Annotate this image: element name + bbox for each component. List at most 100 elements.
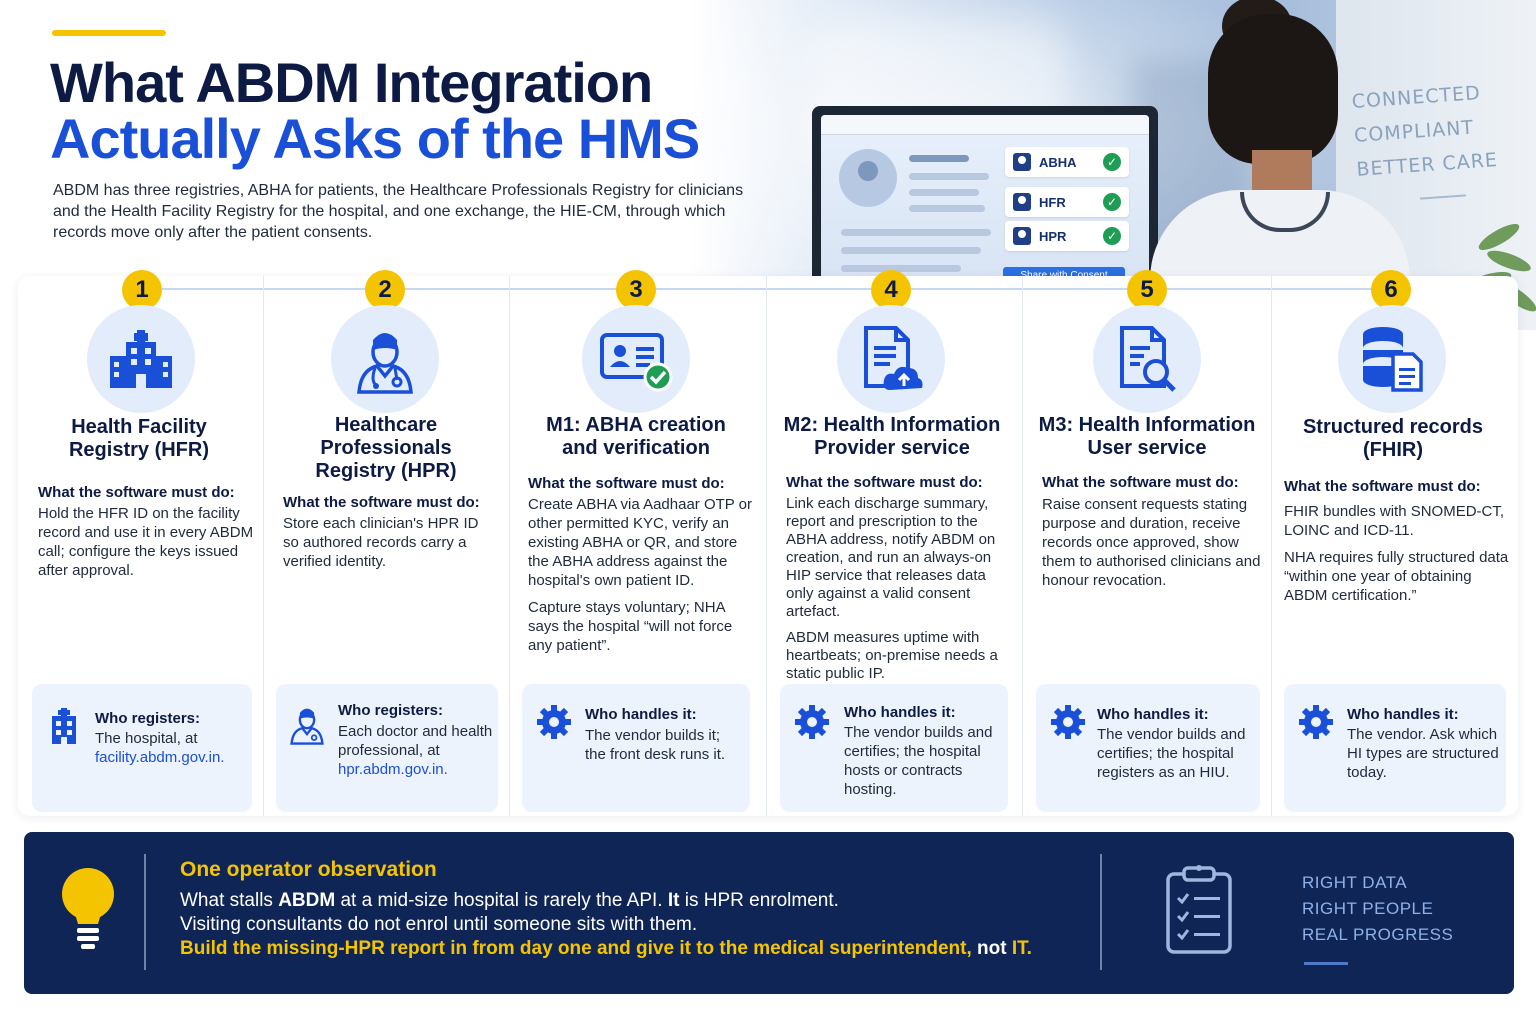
intro-text: ABDM has three registries, ABHA for pati… (53, 182, 744, 241)
who-text: The vendor builds and certifies; the hos… (1097, 726, 1246, 781)
who-box: Who handles it: The vendor builds it; th… (522, 684, 750, 812)
banner-text: What stalls (180, 890, 279, 911)
must-label: What the software must do: (786, 474, 983, 491)
who-text: The hospital, at facility.abdm.gov.in. (95, 729, 245, 767)
id-badge-icon (1013, 153, 1031, 171)
observation-banner: One operator observation What stalls ABD… (24, 832, 1514, 994)
banner-text: at a mid-size hospital is rarely the API… (335, 890, 668, 911)
who-text: Each doctor and health professional, at … (338, 722, 494, 779)
step-paragraph: ABDM measures uptime with heartbeats; on… (786, 629, 998, 682)
who-heading: Who handles it: (1097, 706, 1209, 723)
id-card-icon (600, 333, 673, 392)
check-icon: ✓ (1103, 193, 1121, 211)
title-accent-bar (52, 30, 166, 36)
step-divider (766, 276, 767, 816)
step-number: 5 (1127, 270, 1167, 310)
hospital-icon (110, 330, 172, 388)
check-icon: ✓ (1103, 153, 1121, 171)
step-paragraph: Raise consent requests stating purpose a… (1042, 496, 1261, 589)
who-heading: Who handles it: (844, 704, 956, 721)
gear-icon (1299, 705, 1333, 739)
step-text: Hold the HFR ID on the facility record a… (38, 504, 258, 580)
screen-registry-hfr: HFR ✓ (1005, 187, 1129, 217)
hpr-registry-link[interactable]: hpr.abdm.gov.in. (338, 761, 448, 778)
must-label: What the software must do: (38, 484, 235, 501)
check-icon: ✓ (1103, 227, 1121, 245)
banner-tag: REAL PROGRESS (1302, 925, 1454, 944)
step-text: FHIR bundles with SNOMED-CT, LOINC and I… (1284, 502, 1510, 605)
step-icon-circle (582, 305, 690, 413)
step-paragraph: Hold the HFR ID on the facility record a… (38, 505, 254, 579)
step-title: M1: ABHA creation and verification (546, 414, 726, 459)
banner-line-1: What stalls ABDM at a mid-size hospital … (180, 890, 839, 912)
monitor-screen: ABHA ✓ HFR ✓ HPR ✓ Share with Consent (821, 115, 1149, 337)
banner-text-bold: ABDM (278, 890, 336, 911)
who-heading: Who handles it: (585, 706, 697, 723)
step-paragraph: NHA requires fully structured data “with… (1284, 549, 1509, 604)
screen-registry-abha: ABHA ✓ (1005, 147, 1129, 177)
banner-highlight-white: not (977, 938, 1007, 959)
who-text: The vendor builds it; the front desk run… (585, 727, 726, 763)
doctor-icon (357, 333, 413, 394)
step-divider (509, 276, 510, 816)
step-paragraph: Capture stays voluntary; NHA says the ho… (528, 599, 733, 654)
must-label: What the software must do: (1042, 474, 1239, 491)
step-paragraph: Link each discharge summary, report and … (786, 495, 996, 620)
step-number: 3 (616, 270, 656, 310)
banner-highlight-text: Build the missing-HPR report in from day… (180, 938, 978, 959)
step-title: Structured records (FHIR) (1302, 416, 1484, 461)
banner-title: One operator observation (180, 858, 437, 881)
who-text: The vendor. Ask which HI types are struc… (1347, 726, 1499, 781)
banner-text: is HPR enrolment. (679, 890, 839, 911)
banner-tag: RIGHT PEOPLE (1302, 899, 1434, 918)
gear-icon (537, 705, 571, 739)
step-title: M2: Health Information Provider service (783, 414, 1001, 459)
registry-label: ABHA (1039, 154, 1077, 170)
step-number: 4 (871, 270, 911, 310)
banner-highlight: Build the missing-HPR report in from day… (180, 938, 1032, 960)
step-icon-circle (1093, 305, 1201, 413)
step-number: 6 (1371, 270, 1411, 310)
who-heading: Who handles it: (1347, 706, 1459, 723)
step-icon-circle (1338, 305, 1446, 413)
who-box: Who handles it: The vendor builds and ce… (780, 684, 1008, 812)
step-paragraph: Store each clinician's HPR ID so authore… (283, 515, 479, 570)
step-paragraph: FHIR bundles with SNOMED-CT, LOINC and I… (1284, 503, 1505, 539)
database-icon (1363, 327, 1423, 392)
step-title: Health Facility Registry (HFR) (68, 416, 209, 461)
step-divider (263, 276, 264, 816)
steps-panel (18, 276, 1518, 816)
step-text: Store each clinician's HPR ID so authore… (283, 514, 497, 571)
facility-registry-link[interactable]: facility.abdm.gov.in. (95, 749, 225, 766)
who-heading: Who registers: (338, 702, 444, 719)
screen-avatar (839, 149, 897, 207)
registry-label: HFR (1039, 194, 1066, 210)
step-divider (1271, 276, 1272, 816)
who-text-body: The hospital, at (95, 730, 198, 747)
must-label: What the software must do: (283, 494, 480, 511)
screen-registry-hpr: HPR ✓ (1005, 221, 1129, 251)
page-title-line2: Actually Asks of the HMS (50, 107, 700, 170)
id-badge-icon (1013, 227, 1031, 245)
step-text: Link each discharge summary, report and … (786, 495, 1016, 683)
who-box: Who handles it: The vendor builds and ce… (1036, 684, 1260, 812)
hospital-icon (52, 708, 76, 744)
registry-label: HPR (1039, 228, 1067, 244)
steps-connector (162, 288, 1392, 290)
id-badge-icon (1013, 193, 1031, 211)
must-label: What the software must do: (528, 475, 725, 492)
banner-line-2: Visiting consultants do not enrol until … (180, 914, 698, 935)
gear-icon (795, 705, 829, 739)
step-icon-circle (331, 305, 439, 413)
who-box: Who handles it: The vendor. Ask which HI… (1284, 684, 1506, 812)
document-search-icon (1120, 326, 1176, 392)
who-text: The vendor builds and certifies; the hos… (844, 724, 993, 798)
step-title: M3: Health Information User service (1038, 414, 1256, 459)
page-title-line1: What ABDM Integration (50, 51, 653, 114)
must-label: What the software must do: (1284, 478, 1481, 495)
banner-highlight-text: IT. (1006, 938, 1032, 959)
doctor-icon (290, 708, 324, 745)
step-number: 1 (122, 270, 162, 310)
clipboard-checklist-icon (1166, 865, 1232, 954)
step-icon-circle (87, 305, 195, 413)
